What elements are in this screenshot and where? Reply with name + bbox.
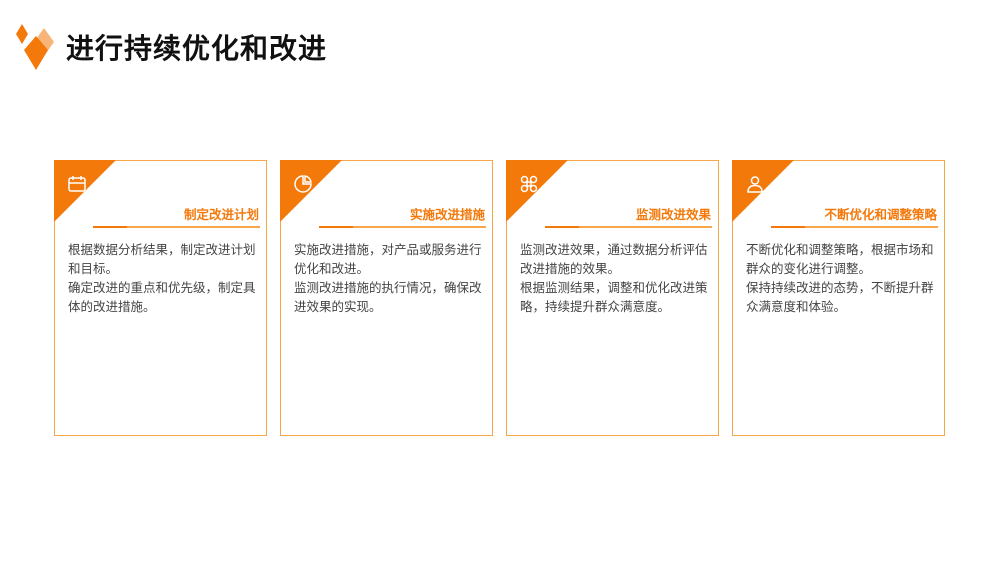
command-icon <box>520 175 538 193</box>
card-title: 实施改进措施 <box>409 207 485 222</box>
card-paragraph: 监测改进效果，通过数据分析评估改进措施的效果。 <box>520 242 708 276</box>
card-paragraph: 实施改进措施，对产品或服务进行优化和改进。 <box>294 242 482 276</box>
page-title: 进行持续优化和改进 <box>66 32 328 65</box>
user-icon <box>747 176 763 193</box>
card-paragraph: 根据数据分析结果，制定改进计划和目标。 <box>68 242 256 276</box>
card-optimize: 不断优化和调整策略 不断优化和调整策略，根据市场和群众的变化进行调整。 保持持续… <box>732 160 945 436</box>
card-title: 不断优化和调整策略 <box>824 207 937 222</box>
card-paragraph: 不断优化和调整策略，根据市场和群众的变化进行调整。 <box>746 242 934 276</box>
logo-icon <box>16 24 54 70</box>
card-body: 实施改进措施，对产品或服务进行优化和改进。 监测改进措施的执行情况，确保改进效果… <box>294 240 483 316</box>
card-paragraph: 根据监测结果，调整和优化改进策略，持续提升群众满意度。 <box>520 280 708 314</box>
card-underline <box>771 225 938 228</box>
card-monitor: 监测改进效果 监测改进效果，通过数据分析评估改进措施的效果。 根据监测结果，调整… <box>506 160 719 436</box>
card-corner-triangle <box>732 160 794 222</box>
card-title: 制定改进计划 <box>183 207 259 222</box>
card-title: 监测改进效果 <box>635 207 711 222</box>
card-implement: 实施改进措施 实施改进措施，对产品或服务进行优化和改进。 监测改进措施的执行情况… <box>280 160 493 436</box>
calendar-icon <box>68 176 86 192</box>
card-underline <box>319 225 486 228</box>
card-underline <box>93 225 260 228</box>
card-body: 不断优化和调整策略，根据市场和群众的变化进行调整。 保持持续改进的态势，不断提升… <box>746 240 935 316</box>
card-paragraph: 监测改进措施的执行情况，确保改进效果的实现。 <box>294 280 482 314</box>
pie-chart-icon <box>294 175 312 193</box>
card-paragraph: 确定改进的重点和优先级，制定具体的改进措施。 <box>68 280 256 314</box>
card-paragraph: 保持持续改进的态势，不断提升群众满意度和体验。 <box>746 280 934 314</box>
card-corner-triangle <box>280 160 342 222</box>
card-body: 监测改进效果，通过数据分析评估改进措施的效果。 根据监测结果，调整和优化改进策略… <box>520 240 709 316</box>
card-plan: 制定改进计划 根据数据分析结果，制定改进计划和目标。 确定改进的重点和优先级，制… <box>54 160 267 436</box>
card-corner-triangle <box>506 160 568 222</box>
card-body: 根据数据分析结果，制定改进计划和目标。 确定改进的重点和优先级，制定具体的改进措… <box>68 240 257 316</box>
card-underline <box>545 225 712 228</box>
